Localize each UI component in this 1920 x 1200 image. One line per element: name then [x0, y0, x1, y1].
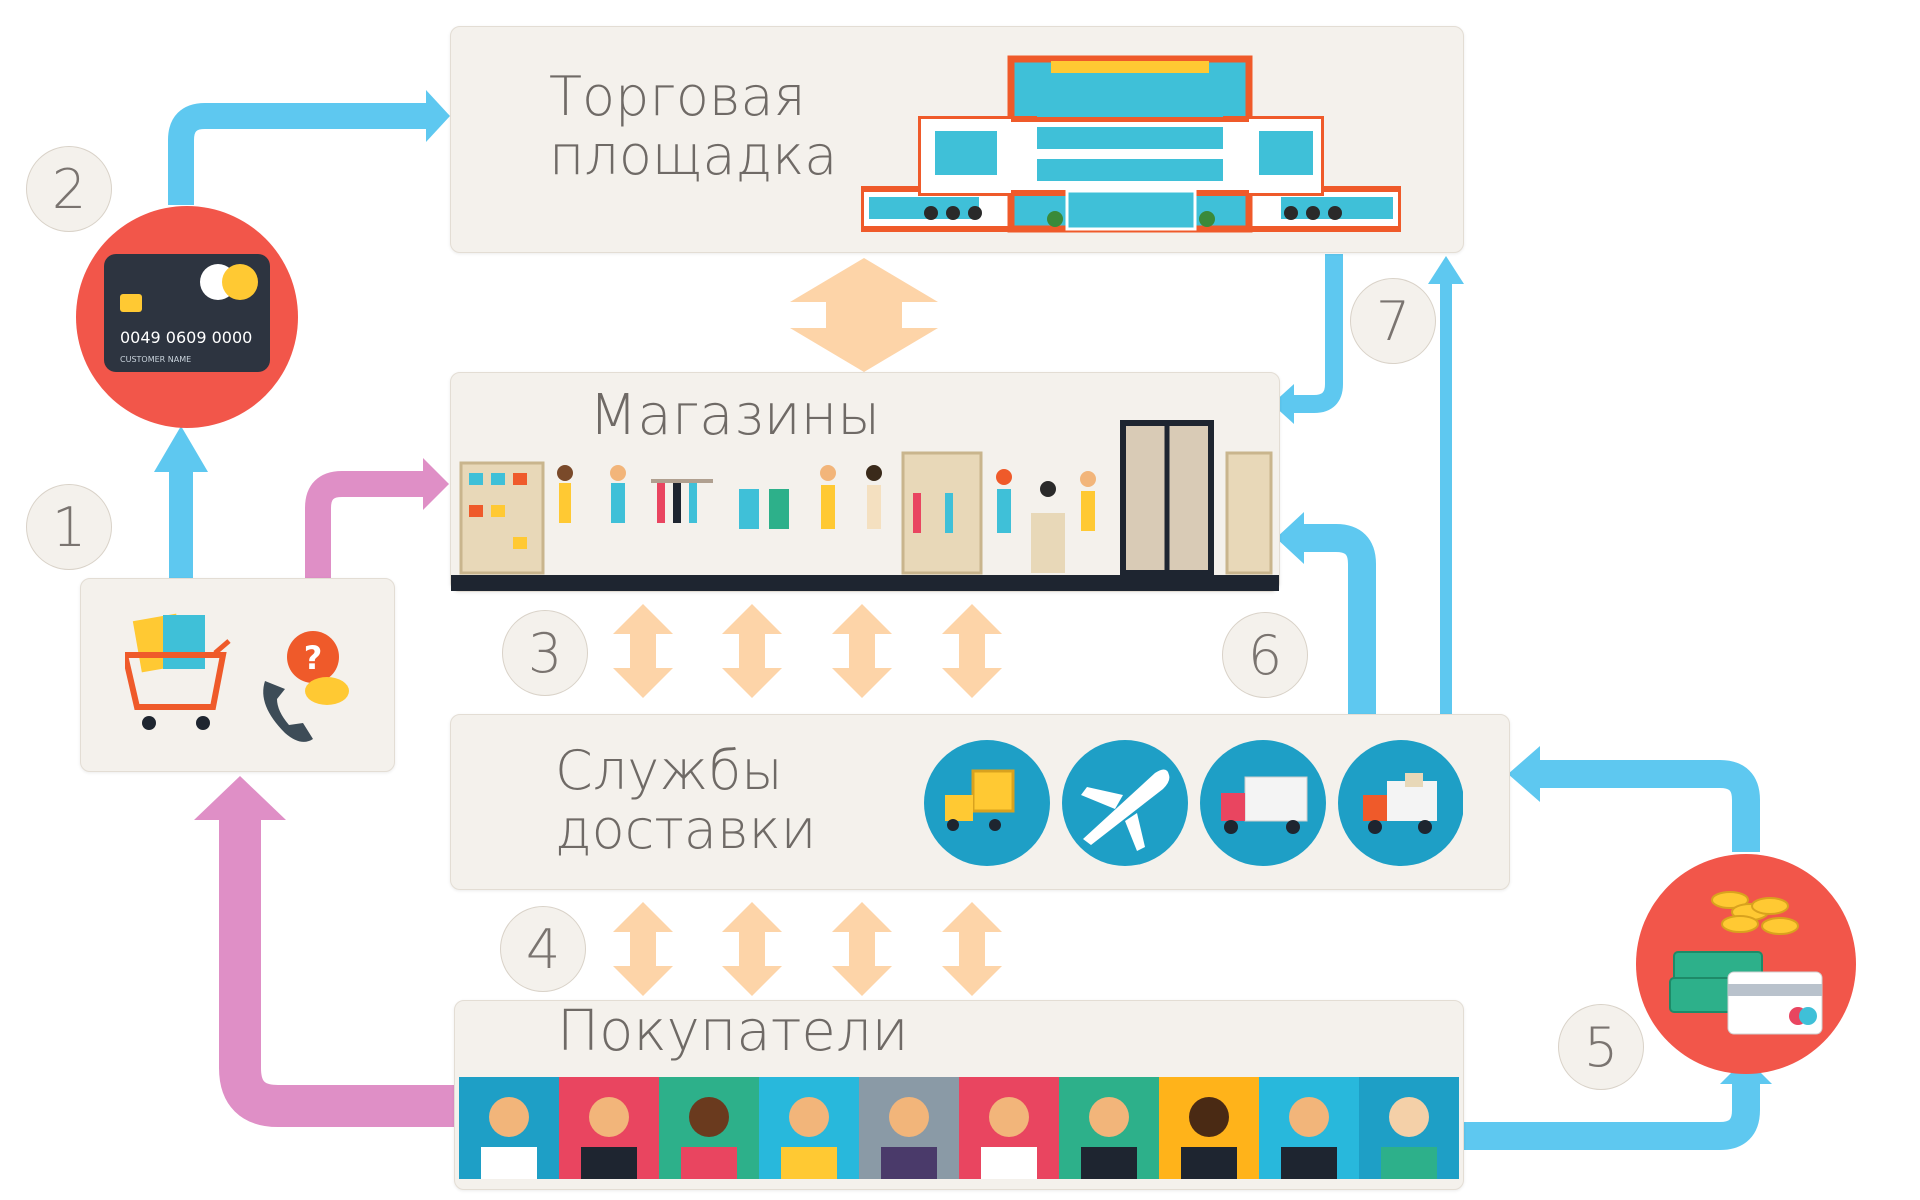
phone-question-icon: ? [263, 631, 349, 742]
step-6-badge: 6 [1222, 612, 1308, 698]
arrow-marketplace-to-shops-right [1272, 254, 1343, 424]
delivery-title-line2: доставки [555, 798, 817, 862]
delivery-title: Службы доставки [555, 741, 816, 860]
order-icons: ? [125, 613, 349, 742]
airplane-icon [1062, 740, 1188, 866]
arrows-shops-delivery [613, 604, 1002, 698]
step-3-badge: 3 [502, 610, 588, 696]
card-number: 0049 0609 0000 [120, 328, 252, 347]
step-4-badge: 4 [500, 906, 586, 992]
arrow-delivery-to-shops [1276, 512, 1376, 714]
order-panel: ? [80, 578, 395, 772]
marketplace-title-line1: Торговая [549, 65, 806, 128]
buyers-panel: Покупатели [454, 1000, 1464, 1190]
freight-truck-icon [1200, 740, 1326, 866]
delivery-title-line1: Службы [555, 739, 783, 802]
marketplace-panel: Торговая площадка [450, 26, 1464, 253]
step-5-badge: 5 [1558, 1004, 1644, 1090]
arrow-settlement-to-delivery [1508, 746, 1760, 852]
arrow-buyers-to-order [194, 776, 455, 1127]
arrow-order-to-shops [305, 458, 449, 578]
shops-title: Магазины [589, 383, 881, 448]
forklift-box-icon [924, 740, 1050, 866]
marketplace-title-line2: площадка [549, 124, 838, 188]
arrow-payment-to-marketplace [168, 90, 450, 205]
arrows-delivery-buyers [613, 902, 1002, 996]
step-2-badge: 2 [26, 146, 112, 232]
step-7-badge: 7 [1350, 278, 1436, 364]
shopping-cart-icon [125, 613, 231, 730]
customer-avatars [459, 1077, 1459, 1179]
delivery-panel: Службы доставки [450, 714, 1510, 890]
arrow-marketplace-shops [790, 258, 938, 372]
delivery-van-icon [1338, 740, 1463, 866]
arrow-order-to-payment [154, 426, 208, 578]
money-stack-card-icon [1636, 854, 1856, 1074]
arrow-delivery-to-marketplace [1428, 256, 1464, 714]
shops-panel: Магазины [450, 372, 1280, 592]
step-1-badge: 1 [26, 484, 112, 570]
shopping-mall-building-icon [861, 55, 1401, 233]
card-holder: CUSTOMER NAME [120, 355, 191, 364]
marketplace-title: Торговая площадка [549, 67, 837, 186]
svg-text:?: ? [304, 639, 323, 677]
credit-card-icon: 0049 0609 0000 CUSTOMER NAME [76, 206, 298, 428]
store-interior-icon [451, 420, 1279, 591]
buyers-title: Покупатели [557, 999, 909, 1064]
delivery-icons [924, 740, 1463, 866]
shoppers-and-racks [557, 420, 1273, 576]
